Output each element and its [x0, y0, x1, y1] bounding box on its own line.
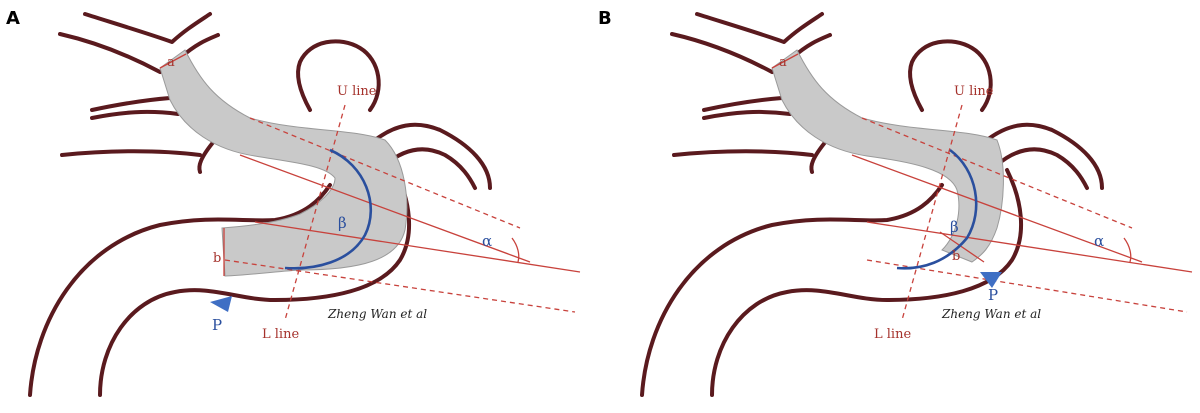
panel-b-measure-a: [771, 53, 799, 69]
panel-a-vessel-walls: [28, 12, 492, 397]
panel-a-upper-dash: [249, 117, 521, 229]
panel-b-label-beta: β: [950, 218, 959, 236]
panel-a-stent-graft: [159, 49, 408, 277]
panel-a-label-alpha: α: [482, 232, 492, 250]
panel-a-credit: Zheng Wan et al: [327, 307, 427, 321]
panel-a-beta-arc: [284, 148, 373, 270]
panel-b-label-alpha: α: [1094, 232, 1104, 250]
panel-a-u-line: [284, 104, 346, 321]
panel-a-label-a: a: [167, 55, 175, 70]
panel-b-label-b: b: [952, 249, 960, 264]
panel-b-vessel-walls: [640, 12, 1104, 397]
panel-b-label-l-line: L line: [874, 327, 911, 342]
panel-a-lower-dash: [224, 259, 576, 313]
panel-a-upper-solid: [239, 154, 531, 263]
panel-a: A: [6, 8, 581, 397]
panel-b-measure-b: [939, 231, 985, 263]
panel-b-measure-lines: [771, 53, 1193, 321]
panel-b-beta-arc: [896, 148, 978, 270]
panel-a-measure-lines: [159, 53, 581, 321]
panel-b-credit: Zheng Wan et al: [941, 307, 1041, 321]
panel-a-label-b: b: [213, 251, 221, 266]
panel-a-label-beta: β: [338, 214, 347, 232]
panel-a-label-l-line: L line: [262, 327, 299, 342]
panel-a-label: A: [6, 8, 20, 29]
panel-b-p-marker-icon: [980, 272, 1002, 288]
panel-b-u-line: [901, 104, 963, 321]
panel-b: B a b U: [598, 8, 1193, 397]
panel-a-label-u-line: U line: [337, 84, 377, 99]
panel-b-label-p: P: [988, 286, 998, 304]
panel-b-lower-dash: [866, 259, 1188, 313]
panel-a-p-marker-icon: [210, 296, 232, 312]
panel-b-alpha-arc: [1123, 237, 1132, 263]
panel-b-upper-dash: [861, 117, 1133, 229]
panel-a-measure-a: [159, 53, 187, 69]
panel-a-alpha-arc: [511, 237, 520, 263]
panel-b-label-u-line: U line: [954, 84, 994, 99]
panel-a-lower-solid: [254, 221, 581, 273]
panel-b-label: B: [598, 8, 612, 29]
panel-b-upper-solid: [851, 154, 1143, 263]
panel-a-label-p: P: [212, 316, 222, 334]
panel-b-stent-graft: [771, 49, 1004, 263]
panel-b-label-a: a: [779, 55, 787, 70]
panel-b-lower-solid: [866, 221, 1193, 273]
